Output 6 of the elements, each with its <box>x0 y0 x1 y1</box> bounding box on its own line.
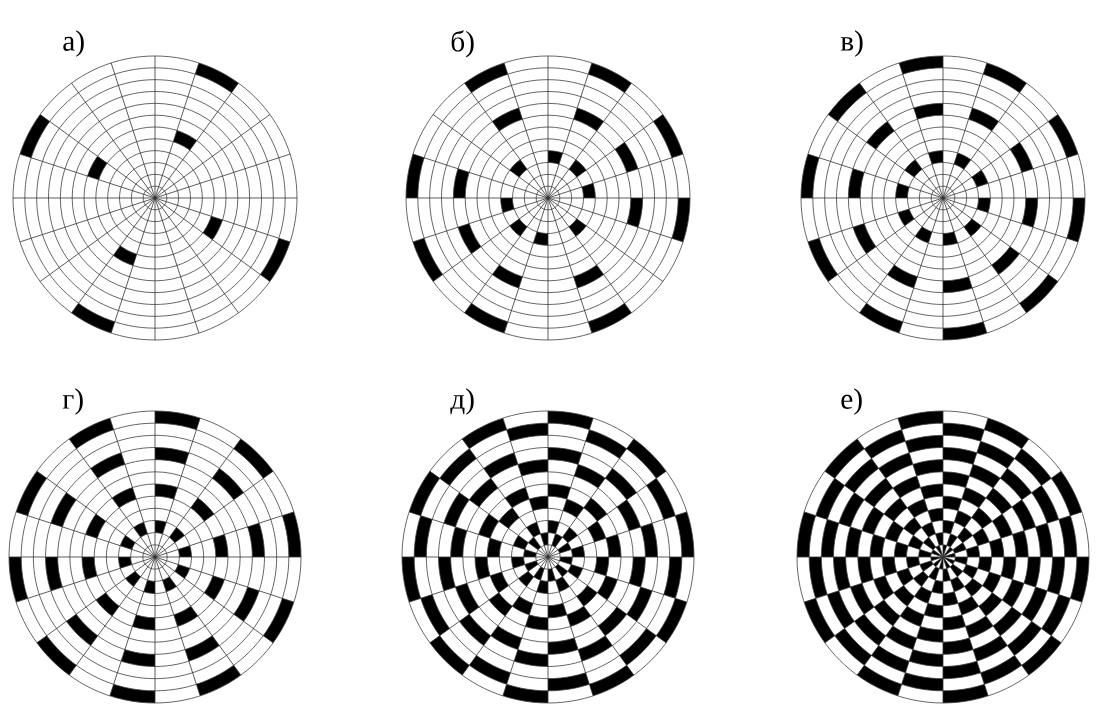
panel-label: в) <box>840 30 863 57</box>
panel-label: д) <box>450 388 474 415</box>
panel-label: б) <box>451 30 474 58</box>
panel-label: е) <box>841 388 862 415</box>
panel-label: г) <box>62 388 83 415</box>
panel-label: а) <box>63 30 84 57</box>
